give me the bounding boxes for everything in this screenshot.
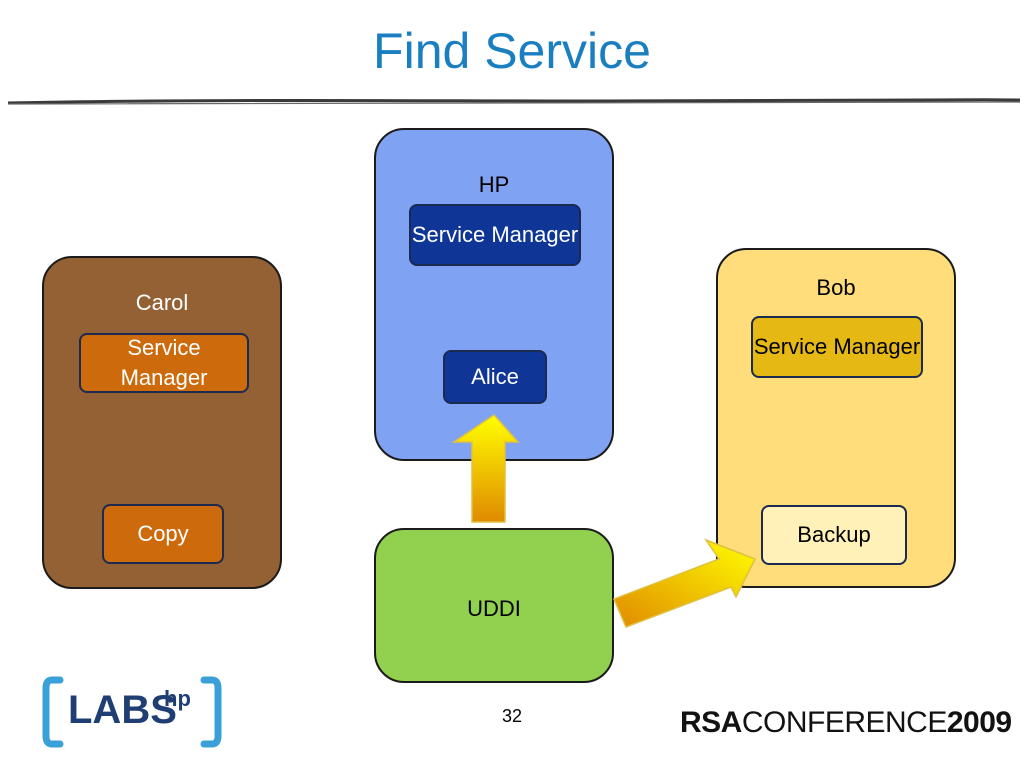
hp-service-manager: Service Manager	[409, 204, 581, 266]
hp-label: HP	[478, 172, 510, 197]
bob-node: Bob Service Manager Backup	[716, 248, 956, 588]
page-number: 32	[501, 706, 523, 726]
uddi-label: UDDI	[467, 596, 521, 621]
hp-node: HP Service Manager Alice	[374, 128, 614, 461]
rsa-logo-brand: RSA	[680, 706, 742, 739]
rsa-logo-year: 2009	[946, 706, 1012, 739]
hp-alice: Alice	[443, 350, 547, 404]
uddi-node: UDDI	[374, 528, 614, 683]
carol-copy: Copy	[102, 504, 224, 564]
carol-node: Carol Service Manager Copy	[42, 256, 282, 589]
labs-hp-logo: LABS hp	[42, 676, 222, 748]
rsa-logo-conference: CONFERENCE	[741, 706, 948, 739]
labs-logo-hp: hp	[164, 686, 191, 711]
slide-title: Find Service	[373, 23, 651, 79]
title-underline	[8, 98, 1020, 105]
carol-service-manager: Service Manager	[79, 333, 249, 393]
carol-label: Carol	[135, 290, 189, 315]
bob-label: Bob	[816, 275, 856, 300]
bob-service-manager: Service Manager	[751, 316, 923, 378]
rsa-conference-logo: RSACONFERENCE2009	[680, 706, 1012, 742]
labs-logo-brackets-icon	[42, 676, 222, 748]
bob-backup: Backup	[761, 505, 907, 565]
labs-logo-text: LABS	[68, 688, 177, 732]
